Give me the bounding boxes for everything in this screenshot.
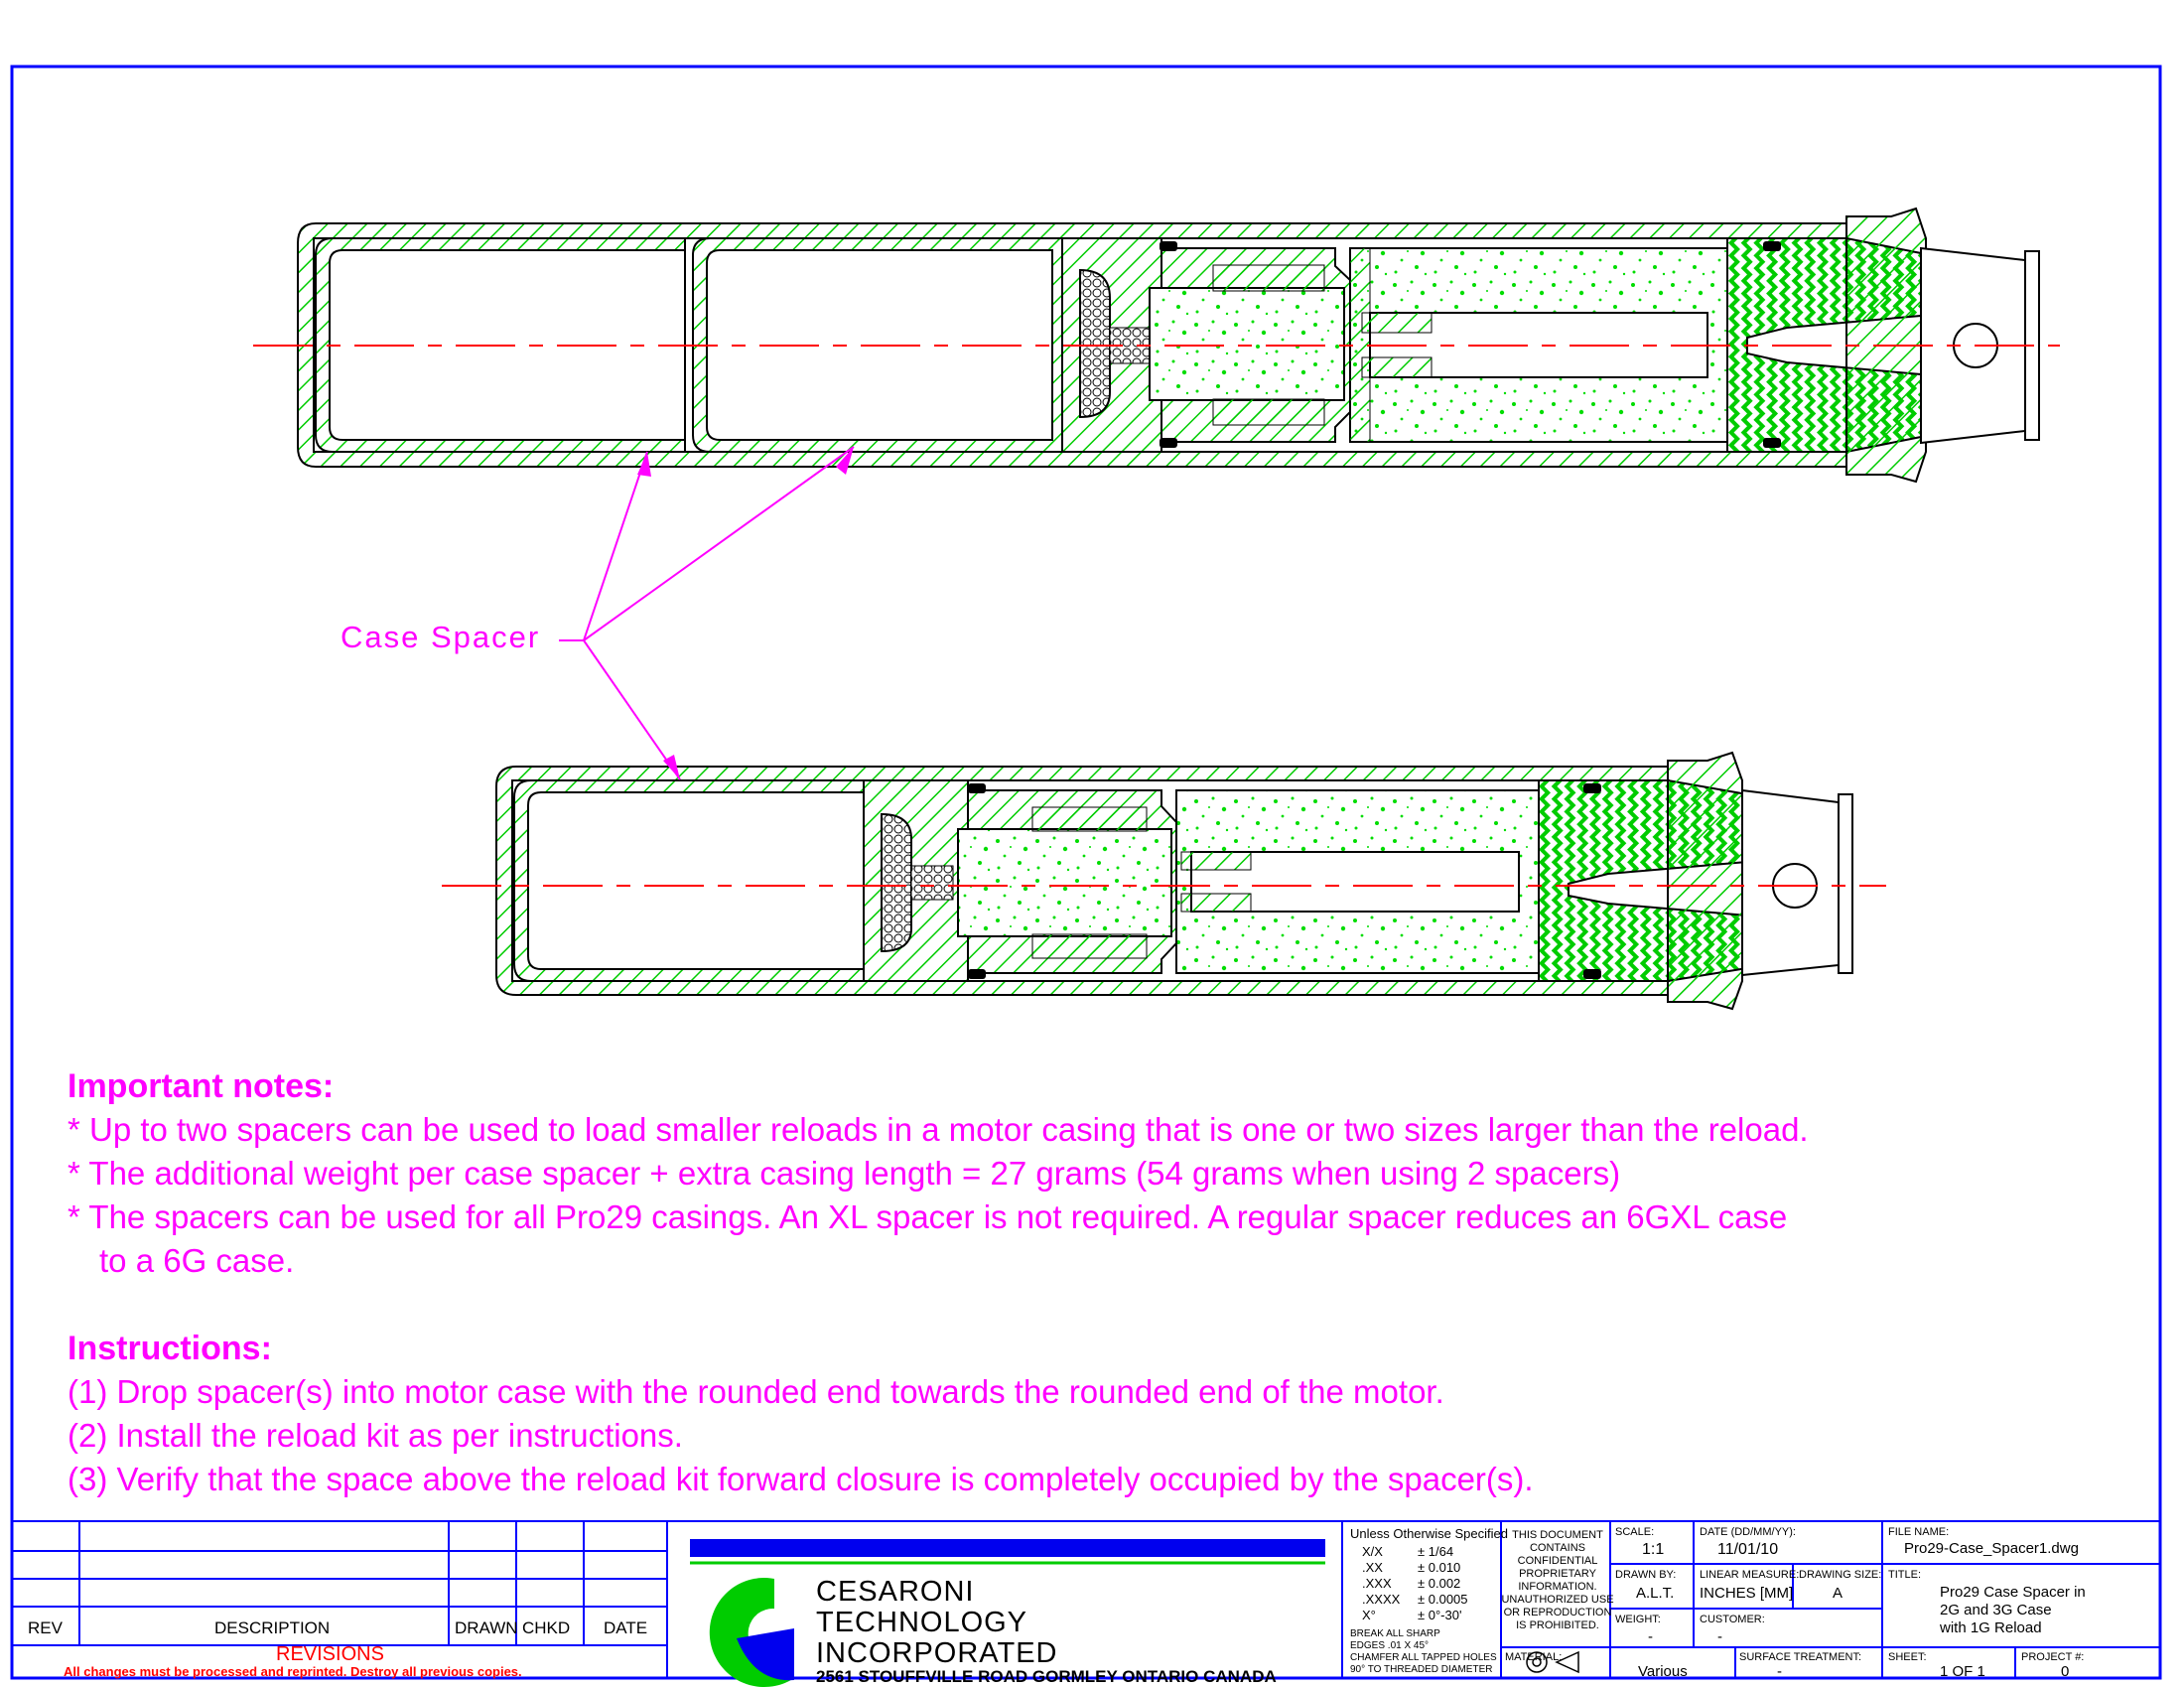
svg-text:DRAWN: DRAWN (455, 1618, 518, 1637)
company-block: CESARONI TECHNOLOGY INCORPORATED 2561 ST… (690, 1539, 1325, 1688)
svg-text:.XXX: .XXX (1362, 1576, 1392, 1591)
svg-text:Various: Various (1638, 1663, 1688, 1680)
svg-text:THIS DOCUMENT: THIS DOCUMENT (1512, 1529, 1603, 1541)
svg-text:INFORMATION.: INFORMATION. (1518, 1581, 1596, 1593)
instructions-heading: Instructions: (68, 1330, 272, 1367)
revisions-table: REV DESCRIPTION DRAWN CHKD DATE REVISION… (28, 1618, 647, 1679)
company-blue-bar (690, 1539, 1325, 1557)
tolerance-block: Unless Otherwise Specified X/X ± 1/64 .XX… (1350, 1526, 1508, 1675)
instruction-item: (3) Verify that the space above the relo… (68, 1461, 1534, 1497)
svg-text:INCHES [MM]: INCHES [MM] (1700, 1585, 1793, 1602)
company-logo (709, 1578, 794, 1688)
svg-text:FILE NAME:: FILE NAME: (1888, 1526, 1949, 1538)
svg-text:A.L.T.: A.L.T. (1636, 1585, 1674, 1602)
svg-text:± 1/64: ± 1/64 (1418, 1544, 1453, 1559)
lower-motor-section (442, 751, 1886, 1011)
svg-text:DRAWING SIZE:: DRAWING SIZE: (1799, 1569, 1881, 1581)
svg-text:DATE: DATE (604, 1618, 647, 1637)
notes-section: Important notes: * Up to two spacers can… (68, 1064, 2093, 1501)
svg-text:SURFACE TREATMENT:: SURFACE TREATMENT: (1739, 1651, 1861, 1663)
svg-text:CONTAINS: CONTAINS (1530, 1542, 1585, 1554)
confidential-block: THIS DOCUMENT CONTAINS CONFIDENTIAL PROP… (1501, 1529, 1614, 1674)
svg-text:BREAK ALL SHARP: BREAK ALL SHARP (1350, 1628, 1440, 1639)
svg-text:2561 STOUFFVILLE ROAD GORMLEY: 2561 STOUFFVILLE ROAD GORMLEY ONTARIO CA… (816, 1667, 1277, 1686)
svg-text:SCALE:: SCALE: (1615, 1526, 1654, 1538)
svg-text:.XXXX: .XXXX (1362, 1592, 1401, 1607)
svg-text:TITLE:: TITLE: (1888, 1569, 1921, 1581)
svg-text:2G and 3G Case: 2G and 3G Case (1940, 1602, 2052, 1618)
svg-text:OR REPRODUCTION: OR REPRODUCTION (1504, 1607, 1612, 1618)
svg-text:DESCRIPTION: DESCRIPTION (214, 1618, 330, 1637)
svg-text:± 0°-30': ± 0°-30' (1418, 1608, 1461, 1622)
svg-text:-: - (1648, 1628, 1653, 1645)
svg-text:REV: REV (28, 1618, 64, 1637)
svg-text:CHAMFER ALL TAPPED HOLES: CHAMFER ALL TAPPED HOLES (1350, 1652, 1497, 1663)
svg-text:WEIGHT:: WEIGHT: (1615, 1614, 1661, 1625)
note-item: * The spacers can be used for all Pro29 … (68, 1198, 1788, 1235)
svg-text:DRAWN BY:: DRAWN BY: (1615, 1569, 1676, 1581)
svg-text:.XX: .XX (1362, 1560, 1383, 1575)
projection-symbol-icon (1526, 1650, 1579, 1674)
svg-text:LINEAR MEASURE:: LINEAR MEASURE: (1700, 1569, 1799, 1581)
svg-text:-: - (1777, 1663, 1782, 1680)
svg-text:SHEET:: SHEET: (1888, 1651, 1927, 1663)
svg-text:Unless Otherwise Specified: Unless Otherwise Specified (1350, 1526, 1508, 1541)
upper-motor-section (253, 207, 2060, 484)
svg-text:CESARONI: CESARONI (816, 1576, 974, 1608)
svg-text:with 1G Reload: with 1G Reload (1939, 1619, 2042, 1636)
svg-text:1:1: 1:1 (1642, 1541, 1664, 1558)
title-fields: SCALE: 1:1 DATE (DD/MM/YY): 11/01/10 FIL… (1505, 1526, 2086, 1680)
instruction-item: (1) Drop spacer(s) into motor case with … (68, 1373, 1444, 1410)
svg-text:CHKD: CHKD (522, 1618, 570, 1637)
svg-text:11/01/10: 11/01/10 (1717, 1541, 1778, 1558)
svg-text:-: - (1717, 1628, 1722, 1645)
svg-text:1 OF 1: 1 OF 1 (1940, 1663, 1985, 1680)
title-block (12, 1520, 2160, 1678)
note-item: * Up to two spacers can be used to load … (68, 1111, 1809, 1148)
svg-text:± 0.002: ± 0.002 (1418, 1576, 1460, 1591)
svg-text:CONFIDENTIAL: CONFIDENTIAL (1518, 1555, 1598, 1567)
svg-text:90° TO THREADED DIAMETER: 90° TO THREADED DIAMETER (1350, 1664, 1492, 1675)
svg-text:CUSTOMER:: CUSTOMER: (1700, 1614, 1765, 1625)
important-notes-heading: Important notes: (68, 1067, 335, 1105)
svg-text:A: A (1833, 1585, 1843, 1602)
svg-text:TECHNOLOGY: TECHNOLOGY (816, 1607, 1027, 1638)
note-item-continuation: to a 6G case. (99, 1242, 295, 1279)
svg-text:REVISIONS: REVISIONS (276, 1643, 384, 1665)
svg-text:Pro29 Case Spacer in: Pro29 Case Spacer in (1940, 1584, 2086, 1601)
svg-text:IS PROHIBITED.: IS PROHIBITED. (1516, 1619, 1599, 1631)
svg-text:EDGES .01 X 45°: EDGES .01 X 45° (1350, 1640, 1429, 1651)
svg-text:MATERIAL:: MATERIAL: (1505, 1651, 1562, 1663)
svg-text:X/X: X/X (1362, 1544, 1383, 1559)
case-spacer-callout: Case Spacer (341, 446, 855, 780)
svg-text:PROJECT #:: PROJECT #: (2021, 1651, 2084, 1663)
svg-text:All changes must be processed: All changes must be processed and reprin… (64, 1664, 522, 1679)
svg-text:INCORPORATED: INCORPORATED (816, 1637, 1057, 1669)
svg-text:0: 0 (2061, 1663, 2069, 1680)
sheet-frame (10, 65, 2162, 1680)
svg-text:UNAUTHORIZED USE: UNAUTHORIZED USE (1501, 1594, 1613, 1606)
note-item: * The additional weight per case spacer … (68, 1155, 1621, 1192)
svg-text:PROPRIETARY: PROPRIETARY (1519, 1568, 1596, 1580)
svg-text:DATE (DD/MM/YY):: DATE (DD/MM/YY): (1700, 1526, 1796, 1538)
svg-text:± 0.010: ± 0.010 (1418, 1560, 1460, 1575)
svg-text:X°: X° (1362, 1608, 1376, 1622)
instruction-item: (2) Install the reload kit as per instru… (68, 1417, 683, 1454)
svg-text:± 0.0005: ± 0.0005 (1418, 1592, 1468, 1607)
callout-label: Case Spacer (341, 620, 540, 654)
svg-text:Pro29-Case_Spacer1.dwg: Pro29-Case_Spacer1.dwg (1904, 1540, 2079, 1557)
